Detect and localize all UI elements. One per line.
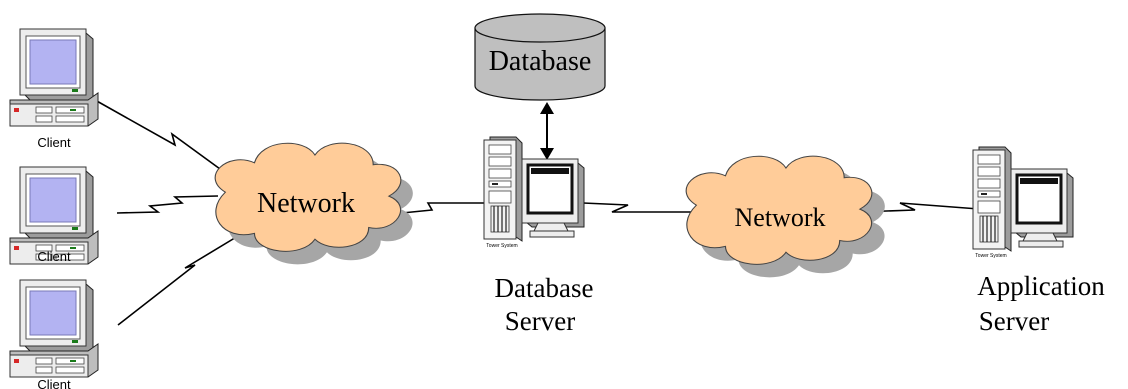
database-server-label-line1: Database [495, 273, 594, 303]
network-label: Network [735, 203, 826, 232]
client-label: Client [37, 135, 71, 150]
client-1: Client [9, 28, 99, 150]
client-3: Client [9, 279, 99, 389]
client-label: Client [37, 249, 71, 264]
application-server-label-line1: Application [977, 271, 1105, 301]
database-link-arrow [540, 102, 554, 160]
database-server-label-line2: Server [505, 306, 575, 336]
link-client1-network [94, 99, 243, 186]
database-server: Tower System [482, 135, 586, 249]
network-label: Network [257, 188, 355, 219]
tower-caption: Tower System [975, 253, 1006, 259]
application-server-label-line2: Server [979, 306, 1049, 336]
client-label: Client [37, 377, 71, 389]
network-cloud-1: Network [214, 142, 413, 265]
client-2: Client [9, 166, 99, 265]
link-client3-network [117, 232, 244, 326]
link-network-dbserver [391, 202, 490, 215]
application-server: Tower System [971, 145, 1075, 259]
link-client2-network [116, 195, 219, 214]
link-dbserver-network [582, 202, 700, 213]
network-cloud-2: Network [685, 155, 885, 278]
tower-caption: Tower System [486, 243, 517, 249]
database-label: Database [489, 46, 592, 77]
database-cylinder: Database [474, 13, 606, 101]
link-network-appserver [857, 202, 993, 213]
